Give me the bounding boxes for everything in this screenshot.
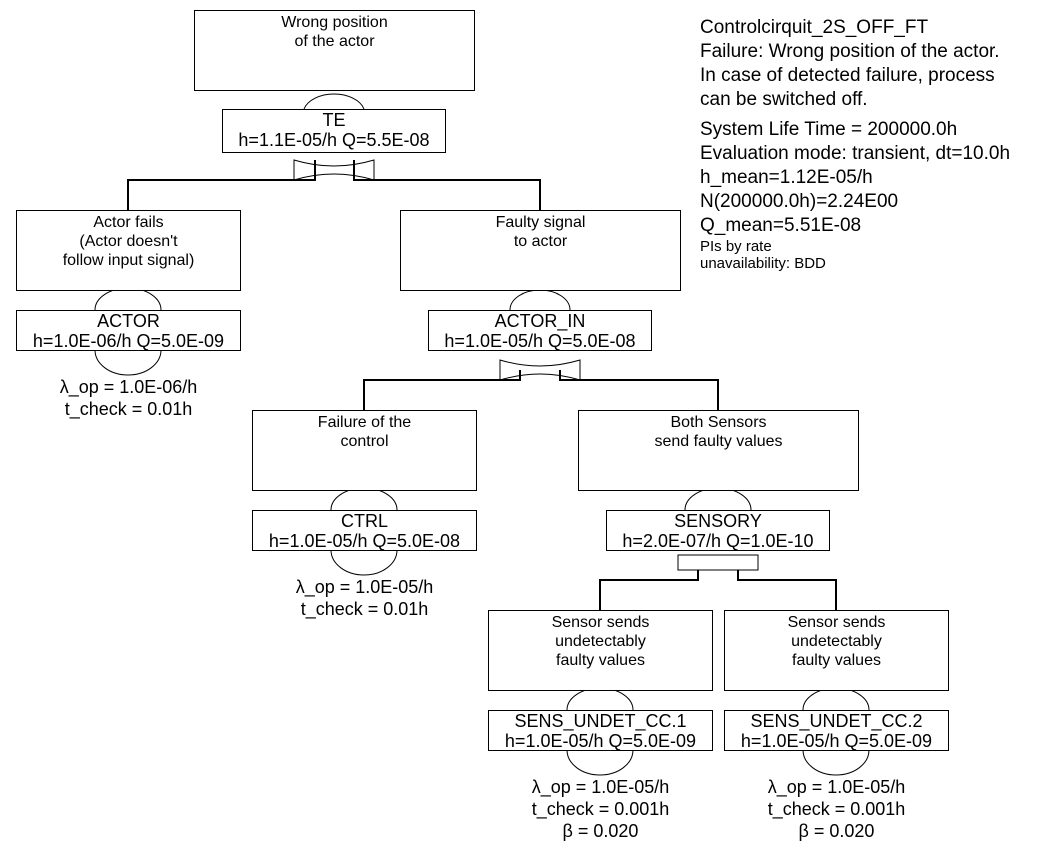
te-values: h=1.1E-05/h Q=5.5E-08 [238, 130, 430, 150]
sens2-id: SENS_UNDET_CC.2 [750, 711, 923, 731]
actor-in-description: Faulty signal to actor [400, 210, 681, 291]
info-h-mean: h_mean=1.12E-05/h [700, 167, 873, 188]
sens2-label[interactable]: SENS_UNDET_CC.2 h=1.0E-05/h Q=5.0E-09 [724, 710, 949, 751]
info-note-line2: can be switched off. [700, 89, 868, 110]
sens1-description: Sensor sends undetectably faulty values [488, 610, 713, 691]
info-failure: Failure: Wrong position of the actor. [700, 41, 1000, 62]
actor-in-id: ACTOR_IN [494, 311, 586, 331]
info-title: Controlcirquit_2S_OFF_FT [700, 17, 929, 38]
sens1-parameters: λ_op = 1.0E-05/h t_check = 0.001h β = 0.… [488, 776, 713, 842]
te-description: Wrong position of the actor [194, 10, 475, 91]
ctrl-tcheck: t_check = 0.01h [300, 599, 429, 619]
sens1-id: SENS_UNDET_CC.1 [514, 711, 687, 731]
info-life-time: System Life Time = 200000.0h [700, 119, 958, 140]
actor-in-label[interactable]: ACTOR_IN h=1.0E-05/h Q=5.0E-08 [428, 310, 652, 351]
sens2-values: h=1.0E-05/h Q=5.0E-09 [740, 731, 933, 751]
info-pis: PIs by rate [700, 238, 772, 255]
sens2-lambda: λ_op = 1.0E-05/h [767, 777, 906, 797]
or-gate-te-icon [293, 93, 375, 181]
sens1-tcheck: t_check = 0.001h [531, 799, 670, 819]
sens2-tcheck: t_check = 0.001h [767, 799, 906, 819]
connector-te-actor [127, 160, 316, 212]
sens1-beta: β = 0.020 [562, 821, 639, 841]
sens2-description: Sensor sends undetectably faulty values [724, 610, 949, 691]
actor-label[interactable]: ACTOR h=1.0E-06/h Q=5.0E-09 [16, 310, 241, 351]
info-eval-mode: Evaluation mode: transient, dt=10.0h [700, 143, 1011, 164]
sens2-beta: β = 0.020 [798, 821, 875, 841]
actor-parameters: λ_op = 1.0E-06/h t_check = 0.01h [16, 376, 241, 420]
actor-lambda: λ_op = 1.0E-06/h [59, 377, 198, 397]
sens1-values: h=1.0E-05/h Q=5.0E-09 [504, 731, 697, 751]
sensory-values: h=2.0E-07/h Q=1.0E-10 [622, 531, 814, 551]
connector-sensory-sens1 [599, 570, 699, 612]
connector-sensory-sens2 [737, 570, 837, 612]
sens1-label[interactable]: SENS_UNDET_CC.1 h=1.0E-05/h Q=5.0E-09 [488, 710, 713, 751]
actor-id: ACTOR [97, 311, 160, 331]
ctrl-lambda: λ_op = 1.0E-05/h [295, 577, 434, 597]
ctrl-id: CTRL [340, 511, 388, 531]
actor-values: h=1.0E-06/h Q=5.0E-09 [32, 331, 225, 351]
te-label[interactable]: TE h=1.1E-05/h Q=5.5E-08 [222, 109, 446, 153]
info-unavailability: unavailability: BDD [700, 255, 826, 272]
actor-tcheck: t_check = 0.01h [64, 399, 193, 419]
sens1-lambda: λ_op = 1.0E-05/h [531, 777, 670, 797]
sensory-id: SENSORY [674, 511, 762, 531]
info-n-value: N(200000.0h)=2.24E00 [700, 191, 899, 212]
connector-te-actor-in [353, 160, 541, 212]
ctrl-values: h=1.0E-05/h Q=5.0E-08 [268, 531, 461, 551]
te-id: TE [322, 110, 346, 130]
info-q-mean: Q_mean=5.51E-08 [700, 215, 862, 236]
sensory-label[interactable]: SENSORY h=2.0E-07/h Q=1.0E-10 [606, 510, 830, 551]
ctrl-description: Failure of the control [252, 410, 477, 491]
actor-description: Actor fails (Actor doesn't follow input … [16, 210, 241, 291]
ctrl-label[interactable]: CTRL h=1.0E-05/h Q=5.0E-08 [252, 510, 477, 551]
connector-actorin-sensory [559, 370, 719, 412]
ctrl-parameters: λ_op = 1.0E-05/h t_check = 0.01h [252, 576, 477, 620]
connector-actorin-ctrl [363, 370, 521, 412]
sens2-parameters: λ_op = 1.0E-05/h t_check = 0.001h β = 0.… [724, 776, 949, 842]
actor-in-values: h=1.0E-05/h Q=5.0E-08 [444, 331, 636, 351]
info-panel: Controlcirquit_2S_OFF_FT Failure: Wrong … [700, 16, 1010, 272]
sensory-description: Both Sensors send faulty values [578, 410, 859, 491]
info-note-line1: In case of detected failure, process [700, 65, 995, 86]
